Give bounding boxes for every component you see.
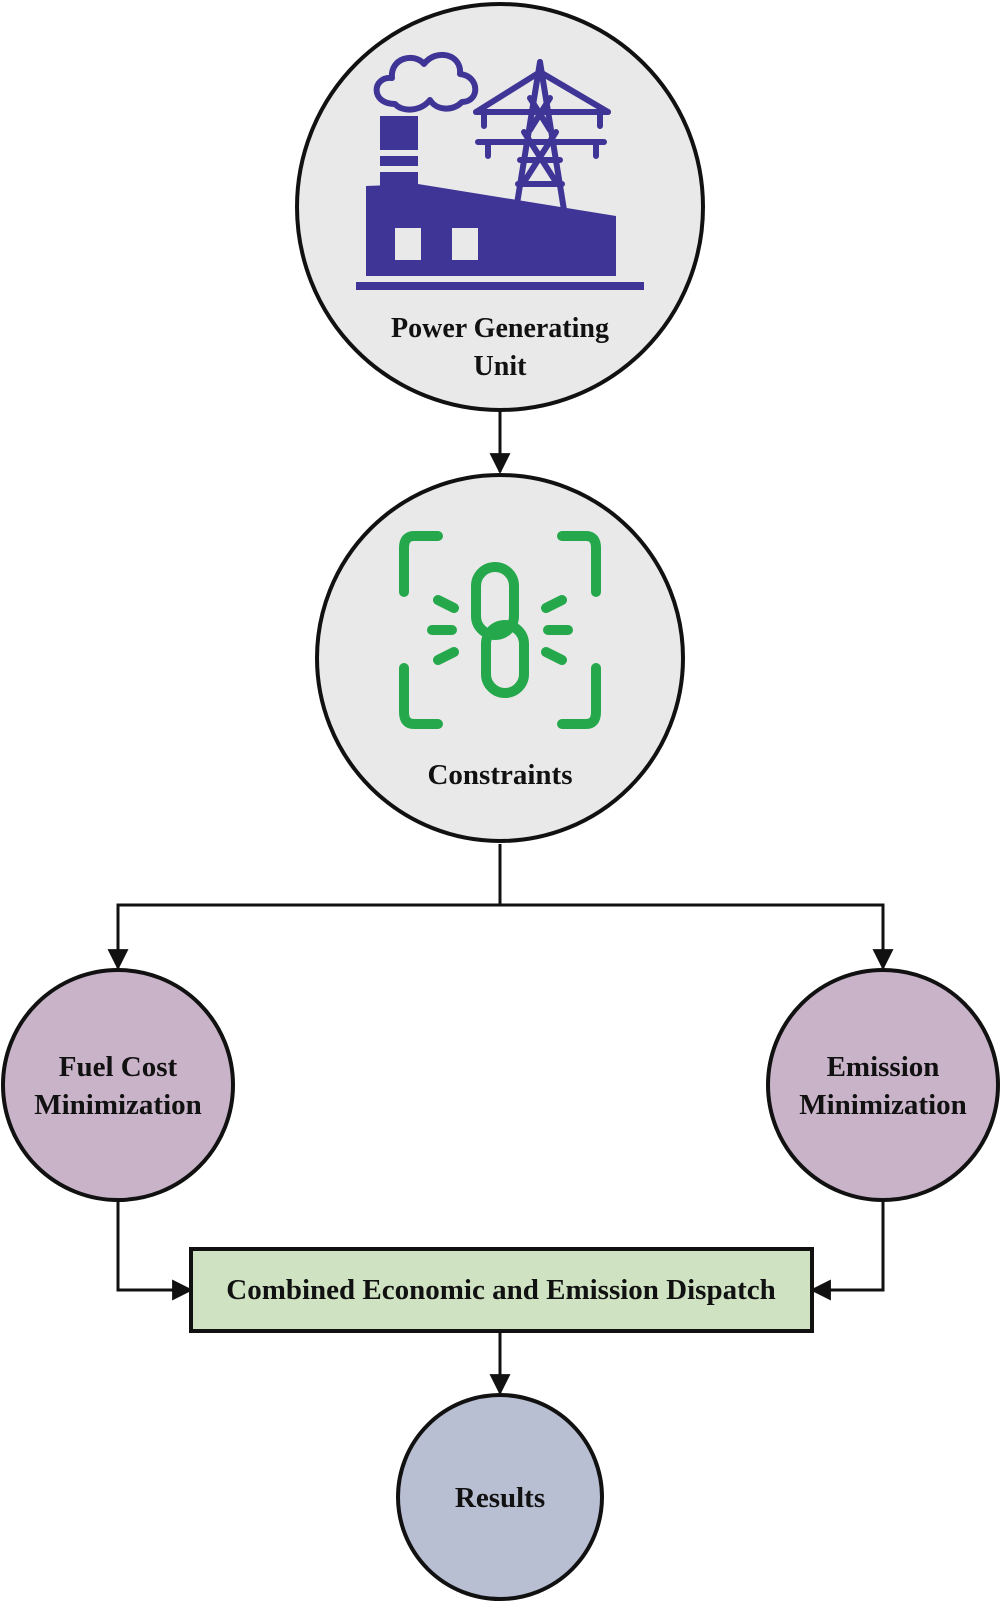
chain-link-icon [399,531,601,729]
results-circle [396,1393,604,1601]
arrow-fuel-to-dispatch [116,1200,194,1301]
node-fuel-cost-minimization: Fuel Cost Minimization [1,968,235,1202]
factory-power-tower-icon [356,52,644,290]
fuel-cost-circle [1,968,235,1202]
results-label: Results [455,1482,545,1514]
node-constraints: Constraints [315,473,685,843]
dispatch-box [189,1247,814,1333]
branch-connector [107,844,502,971]
constraints-label: Constraints [427,759,572,791]
power-unit-label-line2: Unit [474,351,528,382]
fuel-cost-label-line2: Minimization [34,1089,202,1121]
dispatch-label: Combined Economic and Emission Dispatch [226,1274,776,1306]
emission-label-line1: Emission [827,1051,940,1083]
node-power-generating-unit: Power Generating Unit [295,2,705,412]
arrow-emission-to-dispatch [809,1200,885,1301]
node-results: Results [396,1393,604,1601]
emission-circle [766,968,1000,1202]
node-emission-minimization: Emission Minimization [766,968,1000,1202]
emission-label-line2: Minimization [799,1089,967,1121]
connectors [107,410,894,1396]
power-unit-label-line1: Power Generating [391,313,609,344]
fuel-cost-label-line1: Fuel Cost [59,1051,178,1083]
arrow-constraints-to-emission [500,903,894,971]
node-dispatch: Combined Economic and Emission Dispatch [189,1247,814,1333]
